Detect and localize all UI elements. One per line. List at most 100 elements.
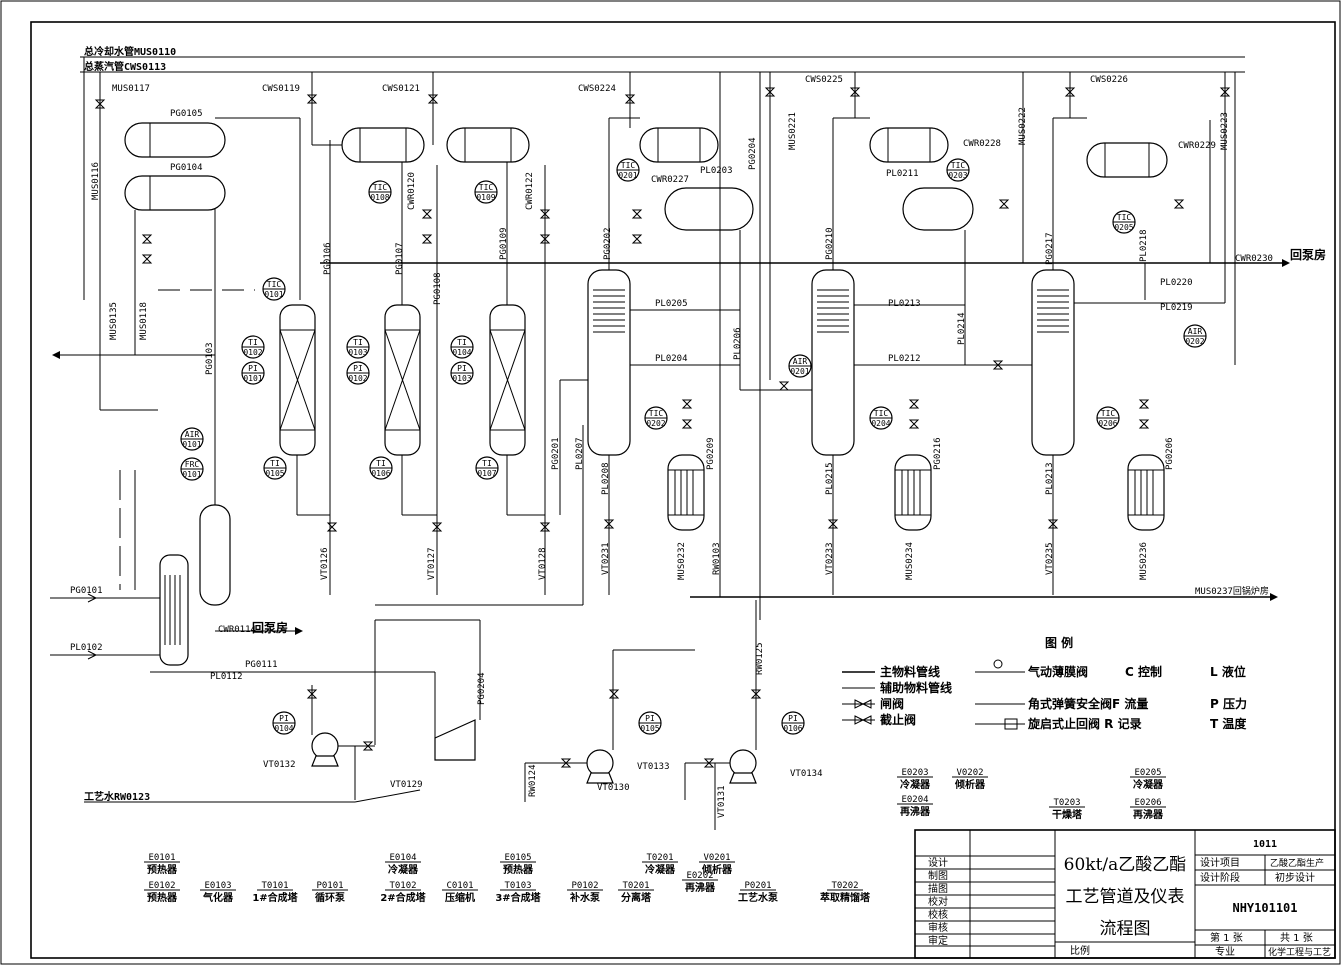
svg-text:0206: 0206	[1098, 419, 1117, 428]
svg-text:CWS0224: CWS0224	[578, 84, 616, 94]
svg-text:PL0213: PL0213	[1045, 462, 1055, 495]
svg-text:RW0125: RW0125	[755, 642, 765, 675]
drawing-border	[30, 21, 1336, 959]
svg-text:CWS0225: CWS0225	[805, 75, 843, 85]
tb-stage-label: 设计阶段	[1200, 871, 1240, 884]
svg-text:E0105: E0105	[504, 853, 531, 863]
svg-text:PI: PI	[279, 714, 289, 723]
svg-text:PG0111: PG0111	[245, 660, 278, 670]
svg-text:PL0211: PL0211	[886, 169, 919, 179]
legend-level: L 液位	[1210, 664, 1246, 679]
preheater-e0105	[446, 127, 530, 163]
tb-sheet: 第 1 张	[1210, 931, 1243, 944]
svg-text:TI: TI	[376, 459, 386, 468]
condenser-e0104	[341, 127, 425, 163]
svg-text:CWR0227: CWR0227	[651, 175, 689, 185]
svg-text:E0101: E0101	[148, 853, 175, 863]
svg-text:PG0209: PG0209	[706, 437, 716, 470]
svg-text:0103: 0103	[348, 348, 367, 357]
svg-text:T0202: T0202	[831, 881, 858, 891]
svg-text:PI: PI	[248, 364, 258, 373]
legend-aux-line: 辅助物料管线	[880, 680, 952, 695]
svg-text:PG0206: PG0206	[1165, 437, 1175, 470]
svg-text:PL0213: PL0213	[888, 299, 921, 309]
svg-text:0204: 0204	[871, 419, 890, 428]
svg-text:PL0102: PL0102	[70, 643, 103, 653]
preheater-e0101	[124, 122, 226, 158]
reboiler-e0206	[1127, 454, 1165, 531]
svg-text:CWR0120: CWR0120	[407, 172, 417, 210]
svg-text:1#合成塔: 1#合成塔	[252, 891, 298, 904]
svg-text:VT0134: VT0134	[790, 769, 823, 779]
preheater-e0102	[124, 175, 226, 211]
svg-text:VT0126: VT0126	[320, 547, 330, 580]
svg-text:PL0219: PL0219	[1160, 303, 1193, 313]
svg-text:PL0204: PL0204	[655, 354, 688, 364]
svg-text:PL0214: PL0214	[957, 312, 967, 345]
condenser-e0203	[869, 127, 949, 163]
reactor-t0102	[384, 304, 421, 456]
svg-text:TIC: TIC	[267, 280, 282, 289]
svg-text:T0101: T0101	[261, 881, 288, 891]
svg-text:AIR: AIR	[185, 430, 200, 439]
svg-text:预热器: 预热器	[147, 863, 178, 876]
column-t0202	[811, 269, 855, 456]
svg-text:TIC: TIC	[479, 183, 494, 192]
legend-globe-valve: 截止阀	[880, 712, 916, 727]
svg-text:MUS0232: MUS0232	[677, 542, 687, 580]
instrument-balloons: TIC0101TI0102PI0101TI0105TIC0108TI0103PI…	[180, 158, 1207, 735]
svg-text:VT0131: VT0131	[717, 785, 727, 818]
svg-text:0105: 0105	[640, 724, 659, 733]
svg-text:再沸器: 再沸器	[685, 881, 716, 894]
svg-text:MUS0135: MUS0135	[109, 302, 119, 340]
svg-text:MUS0118: MUS0118	[139, 302, 149, 340]
svg-text:PL0212: PL0212	[888, 354, 921, 364]
svg-text:0103: 0103	[452, 374, 471, 383]
tb-project-label: 设计项目	[1200, 856, 1240, 869]
svg-text:VT0132: VT0132	[263, 760, 296, 770]
svg-text:RW0103: RW0103	[712, 542, 722, 575]
svg-text:PG0202: PG0202	[603, 227, 613, 260]
svg-text:0108: 0108	[370, 193, 389, 202]
svg-text:冷凝器: 冷凝器	[900, 778, 931, 791]
svg-text:0104: 0104	[452, 348, 471, 357]
header-cooling-water: 总冷却水管MUS0110	[84, 45, 176, 58]
tb-major-label: 专业	[1215, 945, 1235, 958]
svg-text:PG0201: PG0201	[551, 437, 561, 470]
svg-text:0201: 0201	[790, 367, 809, 376]
reboiler-e0204	[894, 454, 932, 531]
svg-text:MUS0234: MUS0234	[905, 542, 915, 580]
column-t0203	[1031, 269, 1075, 456]
svg-text:PG0105: PG0105	[170, 109, 203, 119]
svg-text:0101: 0101	[264, 290, 283, 299]
svg-text:0109: 0109	[476, 193, 495, 202]
svg-text:E0206: E0206	[1134, 798, 1161, 808]
gasifier-e0103	[199, 504, 231, 606]
svg-text:MUS0223: MUS0223	[1220, 112, 1230, 150]
svg-text:T0103: T0103	[504, 881, 531, 891]
svg-text:TIC: TIC	[649, 409, 664, 418]
svg-text:TI: TI	[270, 459, 280, 468]
decanter-v0201	[664, 187, 754, 231]
